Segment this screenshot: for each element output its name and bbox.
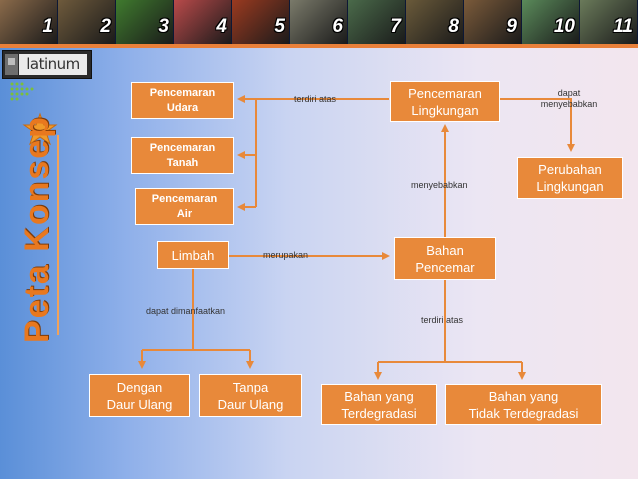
node-pencemaran-tanah: Pencemaran Tanah [131,137,234,174]
topic-tile[interactable]: 6 [290,0,348,44]
topic-number: 4 [216,16,227,37]
topic-number: 7 [390,16,401,37]
topic-tile[interactable]: 9 [464,0,522,44]
topic-tile[interactable]: 1 [0,0,58,44]
topic-number: 11 [613,16,633,37]
label-dapat-dimanfaatkan: dapat dimanfaatkan [146,306,226,316]
node-limbah: Limbah [157,241,229,269]
topic-tile[interactable]: 11 [580,0,638,44]
node-perubahan-lingkungan: Perubahan Lingkungan [517,157,623,199]
side-divider [57,135,59,335]
logo-word: latinum [19,54,87,75]
topic-tile[interactable]: 2 [58,0,116,44]
topic-strip: 1 2 3 4 5 6 7 8 9 10 11 [0,0,638,44]
label-terdiri-atas-bottom: terdiri atas [421,315,464,325]
topic-tile[interactable]: 5 [232,0,290,44]
topic-number: 6 [332,16,343,37]
node-pencemaran-air: Pencemaran Air [135,188,234,225]
node-dengan-daur-ulang: Dengan Daur Ulang [89,374,190,417]
topic-number: 2 [100,16,111,37]
topic-tile[interactable]: 8 [406,0,464,44]
topic-tile[interactable]: 7 [348,0,406,44]
topic-number: 8 [448,16,459,37]
dot-grid-icon [8,80,38,104]
topic-number: 10 [553,16,575,37]
topic-tile[interactable]: 4 [174,0,232,44]
star-icon [22,112,58,153]
label-terdiri-atas-top: terdiri atas [294,94,337,104]
logo-mark [5,54,18,75]
topic-number: 5 [274,16,285,37]
topic-number: 9 [506,16,517,37]
topic-tile[interactable]: 10 [522,0,580,44]
node-bahan-terdegradasi: Bahan yang Terdegradasi [321,384,437,425]
node-pencemaran-udara: Pencemaran Udara [131,82,234,119]
node-pencemaran-lingkungan: Pencemaran Lingkungan [390,81,500,122]
platinum-logo: latinum [2,50,92,79]
strip-underline [0,44,638,48]
node-tanpa-daur-ulang: Tanpa Daur Ulang [199,374,302,417]
topic-number: 3 [158,16,169,37]
node-bahan-tidak-terdegradasi: Bahan yang Tidak Terdegradasi [445,384,602,425]
label-menyebabkan: menyebabkan [411,180,468,190]
label-dapat-menyebabkan: dapat menyebabkan [540,88,598,109]
arrow-to-perubahan [500,98,575,152]
topic-tile[interactable]: 3 [116,0,174,44]
label-merupakan: merupakan [263,250,309,260]
topic-number: 1 [42,16,53,37]
node-bahan-pencemar: Bahan Pencemar [394,237,496,280]
